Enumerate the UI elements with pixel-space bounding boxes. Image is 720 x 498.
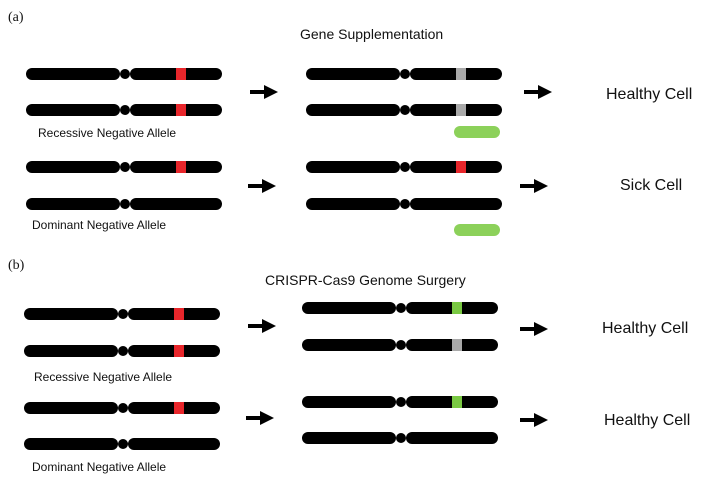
panel-a-row1-output-chromosome-2 xyxy=(306,104,502,116)
panel-b-row2-allele-label: Dominant Negative Allele xyxy=(32,460,167,474)
chromosome-arm-left xyxy=(26,198,120,210)
panel-b-row1-arrow-to-outcome xyxy=(520,322,548,336)
panel-b-row1-input-chromosome-1 xyxy=(24,308,220,320)
chromosome-arm-left xyxy=(24,308,118,320)
chromosome-arm-right xyxy=(130,198,222,210)
panel-b-row1-output-chromosome-1 xyxy=(302,302,498,314)
chromosome-arm-left xyxy=(302,396,396,408)
panel-b-row1-allele-label: Recessive Negative Allele xyxy=(34,370,173,384)
panel-b-label: (b) xyxy=(8,258,25,273)
panel-a-row1-output-chromosome-1 xyxy=(306,68,502,80)
centromere xyxy=(118,346,128,356)
chromosome-arm-left xyxy=(302,432,396,444)
panel-b-row2-output-chromosome-2 xyxy=(302,432,498,444)
centromere xyxy=(396,397,406,407)
panel-a-row2-supplemental-gene xyxy=(454,224,500,236)
panel-a-row2-input-chromosome-2 xyxy=(26,198,222,210)
chromosome-arm-left xyxy=(24,438,118,450)
chromosome-arm-left xyxy=(26,104,120,116)
gene-locus-corrected xyxy=(452,396,462,408)
centromere xyxy=(400,105,410,115)
centromere xyxy=(118,403,128,413)
panel-b-row1-arrow-to-treatment xyxy=(248,319,276,333)
chromosome-arm-left xyxy=(302,339,396,351)
chromosome-arm-left xyxy=(306,104,400,116)
centromere xyxy=(120,69,130,79)
gene-locus-nonfunctional xyxy=(456,68,466,80)
panel-a-row1-supplemental-gene xyxy=(454,126,500,138)
chromosome-arm-left xyxy=(26,161,120,173)
panel-b-row1-outcome: Healthy Cell xyxy=(602,320,689,337)
panel-b-row2-output-chromosome-1 xyxy=(302,396,498,408)
panel-a-row1-arrow-to-treatment xyxy=(250,85,278,99)
chromosome-arm-left xyxy=(24,402,118,414)
centromere xyxy=(396,303,406,313)
gene-locus-mutant xyxy=(174,345,184,357)
gene-locus-mutant xyxy=(456,161,466,173)
chromosome-arm-right xyxy=(410,198,502,210)
gene-locus-mutant xyxy=(174,402,184,414)
chromosome-arm-right xyxy=(406,432,498,444)
panel-b-row2-input-chromosome-1 xyxy=(24,402,220,414)
gene-locus-nonfunctional xyxy=(452,339,462,351)
centromere xyxy=(120,199,130,209)
centromere xyxy=(400,199,410,209)
panel-a-row1-arrow-to-outcome xyxy=(524,85,552,99)
gene-locus-mutant xyxy=(176,161,186,173)
centromere xyxy=(400,162,410,172)
panel-a-row2-allele-label: Dominant Negative Allele xyxy=(32,218,167,232)
gene-locus-mutant xyxy=(176,104,186,116)
panel-a-row2-arrow-to-outcome xyxy=(520,179,548,193)
centromere xyxy=(396,340,406,350)
panel-b-row2-input-chromosome-2 xyxy=(24,438,220,450)
panel-a-label: (a) xyxy=(8,10,24,25)
panel-a-row2-outcome: Sick Cell xyxy=(620,177,683,194)
chromosome-arm-left xyxy=(24,345,118,357)
centromere xyxy=(120,105,130,115)
chromosome-arm-left xyxy=(306,161,400,173)
chromosome-arm-left xyxy=(306,68,400,80)
panel-a-row2-input-chromosome-1 xyxy=(26,161,222,173)
chromosome-arm-left xyxy=(306,198,400,210)
gene-locus-mutant xyxy=(174,308,184,320)
panel-a-row2-output-chromosome-2 xyxy=(306,198,502,210)
panel-b-row2-arrow-to-treatment xyxy=(246,411,274,425)
chromosome-arm-right xyxy=(128,438,220,450)
panel-a-title: Gene Supplementation xyxy=(300,26,444,42)
centromere xyxy=(400,69,410,79)
panel-b-row1-input-chromosome-2 xyxy=(24,345,220,357)
panel-a-row2-output-chromosome-1 xyxy=(306,161,502,173)
gene-locus-mutant xyxy=(176,68,186,80)
panel-a-row1-input-chromosome-1 xyxy=(26,68,222,80)
chromosome-arm-left xyxy=(26,68,120,80)
gene-locus-corrected xyxy=(452,302,462,314)
chromosome-arm-left xyxy=(302,302,396,314)
centromere xyxy=(118,439,128,449)
gene-locus-nonfunctional xyxy=(456,104,466,116)
panel-a-row1-allele-label: Recessive Negative Allele xyxy=(38,126,177,140)
panel-b-row1-output-chromosome-2 xyxy=(302,339,498,351)
panel-b-title: CRISPR-Cas9 Genome Surgery xyxy=(265,272,466,288)
panel-b-row2-outcome: Healthy Cell xyxy=(604,412,691,429)
centromere xyxy=(396,433,406,443)
panel-a-row2-arrow-to-treatment xyxy=(248,179,276,193)
panel-b-row2-arrow-to-outcome xyxy=(520,413,548,427)
panel-a-row1-outcome: Healthy Cell xyxy=(606,86,693,103)
panel-a-row1-input-chromosome-2 xyxy=(26,104,222,116)
centromere xyxy=(120,162,130,172)
centromere xyxy=(118,309,128,319)
